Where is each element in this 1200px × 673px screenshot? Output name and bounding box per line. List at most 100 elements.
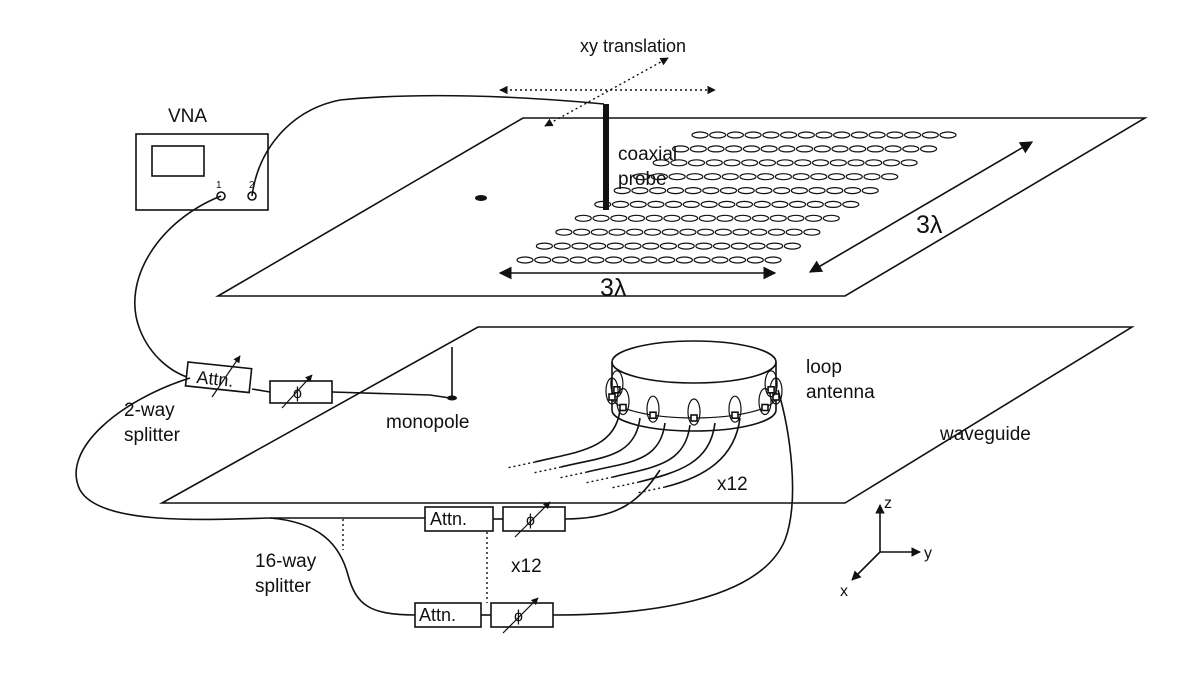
plate-hole — [866, 145, 885, 153]
plate-hole — [882, 159, 901, 167]
plate-hole — [633, 173, 651, 181]
plate-hole — [666, 187, 685, 195]
plate-hole — [795, 145, 814, 153]
dimension-arrow-diagonal — [808, 141, 1034, 273]
plate-hole — [734, 214, 752, 222]
phase-shifter-2-adjust-arrow — [514, 501, 551, 538]
loop-feed-cable-continuation — [636, 486, 666, 494]
plate-hole — [719, 187, 738, 195]
sixteen-way-splitter-label-line2: splitter — [255, 576, 312, 597]
loop-antenna — [616, 387, 630, 416]
phase-shifter-2-label: ϕ — [526, 512, 535, 529]
plate-hole — [718, 200, 736, 208]
loop-antenna — [646, 395, 660, 423]
plate-hole — [703, 173, 722, 181]
plate-hole — [516, 256, 534, 264]
phase-shifter-2 — [502, 506, 566, 532]
waveguide-plate — [158, 326, 1135, 504]
hole-grid — [516, 131, 957, 264]
plate-hole — [721, 173, 739, 181]
plate-hole — [886, 131, 904, 139]
plate-hole — [631, 187, 649, 195]
plate-hole — [611, 200, 630, 208]
loop-feed-cable-continuation — [558, 471, 588, 479]
plate-hole — [587, 256, 605, 264]
plate-hole — [702, 187, 720, 195]
phase-shifter-3-label: ϕ — [514, 608, 523, 625]
plate-hole — [712, 242, 731, 250]
plate-hole — [728, 256, 747, 264]
loop-antenna — [764, 370, 778, 398]
loop-antenna — [687, 398, 701, 426]
plate-hole — [921, 131, 939, 139]
loop-feed-cable — [638, 422, 716, 483]
loop-feed-cable — [534, 409, 621, 463]
attn-phase-link-1 — [251, 388, 271, 393]
plate-hole — [680, 214, 699, 222]
attenuator-1-label: Attn. — [196, 367, 235, 391]
plate-hole — [919, 145, 938, 153]
splitter-trunk-cable — [75, 377, 271, 521]
plate-hole — [709, 131, 727, 139]
plate-hole — [652, 159, 670, 167]
plate-hole — [647, 200, 665, 208]
loop-feed-point — [619, 403, 627, 412]
loop-feed-cable — [560, 417, 641, 468]
plate-hole — [606, 242, 624, 250]
plate-hole — [726, 131, 745, 139]
plate-hole — [571, 242, 589, 250]
plate-hole — [843, 187, 862, 195]
plate-hole — [664, 200, 683, 208]
attenuator-3-label: Attn. — [419, 605, 456, 625]
plate-hole — [900, 159, 918, 167]
loop-feed-point — [767, 385, 775, 394]
loop-feed-cable-continuation — [584, 476, 614, 484]
plate-hole — [735, 200, 754, 208]
plate-hole — [698, 214, 716, 222]
plate-hole — [766, 242, 784, 250]
probe-label: probe — [618, 169, 667, 190]
plate-hole — [711, 256, 729, 264]
plate-hole — [744, 131, 762, 139]
plate-hole — [884, 145, 902, 153]
plate-hole — [803, 228, 821, 236]
plate-hole — [847, 159, 865, 167]
plate-hole — [769, 214, 787, 222]
axis-x-label: x — [840, 583, 848, 600]
plate-hole — [762, 131, 780, 139]
plate-hole — [650, 173, 669, 181]
plate-hole — [764, 256, 782, 264]
plate-hole — [861, 187, 879, 195]
plate-hole — [774, 173, 793, 181]
plate-hole — [881, 173, 899, 181]
axis-y-label: y — [924, 545, 932, 562]
chain-2-to-loop-cable — [564, 469, 661, 520]
plate-hole — [739, 173, 757, 181]
plate-hole — [626, 228, 644, 236]
plate-hole — [684, 187, 702, 195]
plate-hole — [700, 200, 718, 208]
plate-hole — [810, 173, 828, 181]
plate-hole — [590, 228, 608, 236]
plate-hole — [903, 131, 922, 139]
two-way-splitter-label-line2: splitter — [124, 425, 181, 446]
x12-loops-label: x12 — [717, 474, 748, 495]
plate-hole — [771, 200, 789, 208]
phase-shifter-3 — [490, 602, 554, 628]
plate-hole — [670, 159, 688, 167]
plate-hole — [679, 228, 697, 236]
loop-feed-cable-continuation — [532, 466, 562, 474]
plate-hole — [535, 242, 554, 250]
plate-hole — [792, 173, 810, 181]
loop-antenna-label-line2: antenna — [806, 382, 875, 403]
plate-hole — [629, 200, 647, 208]
plate-hole — [604, 256, 623, 264]
plate-hole — [865, 159, 883, 167]
plate-hole — [695, 242, 713, 250]
plate-hole — [776, 159, 794, 167]
sixteen-way-lower-cable — [269, 517, 416, 616]
plate-hole — [785, 228, 803, 236]
plate-hole — [868, 131, 886, 139]
top-plate-feed-point — [475, 195, 487, 201]
